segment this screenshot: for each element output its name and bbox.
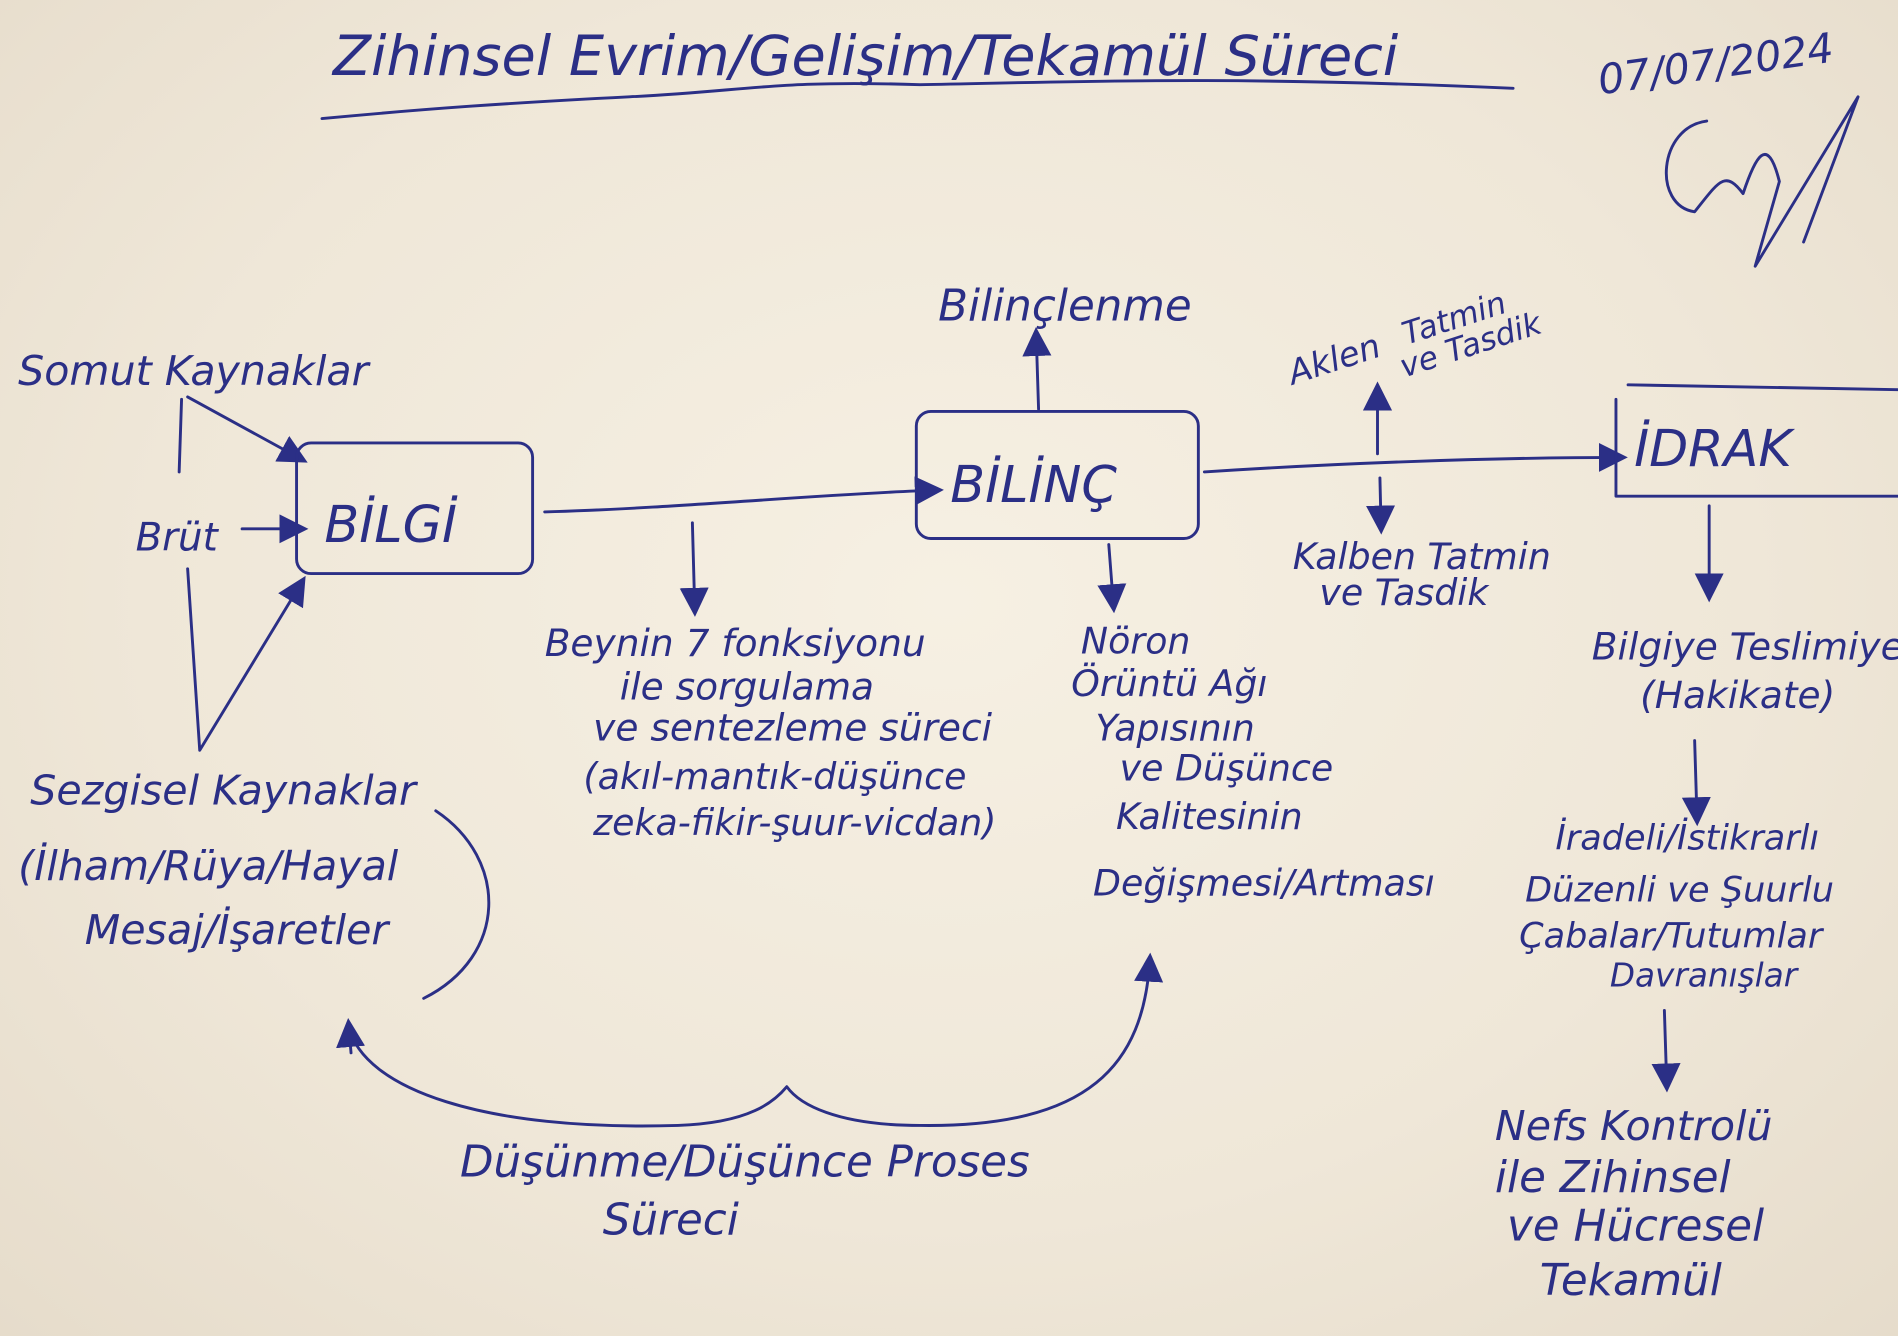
bilgi-box — [295, 441, 535, 576]
beyin-line: (akıl-mantık-düşünce — [583, 755, 966, 798]
iradeli-line: Davranışlar — [1610, 956, 1800, 994]
idrak-box — [1614, 383, 1898, 498]
hakikate-label: (Hakikate) — [1640, 673, 1835, 717]
proses-label: Düşünme/Düşünce Proses — [460, 1137, 1030, 1187]
noron-line: Yapısının — [1095, 707, 1254, 750]
kalben-ve-tasdik: ve Tasdik — [1319, 571, 1490, 614]
idrak-node: İDRAK — [1634, 418, 1795, 478]
bilinc-box — [914, 409, 1200, 540]
sezgisel-detail-2: Mesaj/İşaretler — [85, 906, 392, 954]
noron-line: Örüntü Ağı — [1071, 662, 1267, 705]
bilgi-node: BİLGİ — [324, 494, 458, 554]
title-underline — [320, 79, 1515, 121]
tekamul-line: ve Hücresel — [1507, 1201, 1764, 1251]
somut-arrow — [186, 395, 308, 463]
noron-arrow — [1097, 543, 1127, 614]
beyin-line: Beynin 7 fonksiyonu — [545, 621, 926, 665]
iradeli-arrow — [1681, 739, 1711, 827]
kalben-label: Kalben Tatmin — [1293, 535, 1551, 578]
somut-kaynaklar-label: Somut Kaynaklar — [18, 347, 372, 395]
tekamul-line: Nefs Kontrolü — [1495, 1102, 1773, 1150]
aklen-label: Aklen — [1281, 326, 1385, 393]
iradeli-line: İradeli/İstikrarlı — [1555, 817, 1819, 859]
kalben-arrow — [1366, 476, 1396, 535]
noron-line: Değişmesi/Artması — [1093, 862, 1435, 905]
bilinclenme-arrow — [1022, 326, 1052, 411]
teslimiyet-label: Bilgiye Teslimiyet — [1592, 625, 1898, 669]
noron-line: ve Düşünce — [1120, 747, 1334, 790]
page-title: Zihinsel Evrim/Gelişim/Tekamül Süreci — [331, 24, 1399, 89]
bilinc-to-idrak-arrow — [1202, 442, 1628, 474]
tekamul-line: Tekamül — [1540, 1256, 1722, 1306]
beyin-line: ve sentezleme süreci — [593, 706, 992, 750]
process-brace — [347, 952, 1164, 1128]
beyin-arrow — [679, 521, 709, 617]
sezgisel-label: Sezgisel Kaynaklar — [30, 767, 419, 815]
noron-line: Kalitesinin — [1116, 795, 1303, 838]
iradeli-line: Çabalar/Tutumlar — [1519, 916, 1825, 957]
beyin-line: ile sorgulama — [620, 664, 874, 708]
tekamul-text: Nefs Kontrolü ile Zihinsel ve Hücresel T… — [1495, 1102, 1773, 1306]
sezgisel-detail-1: (İlham/Rüya/Hayal — [18, 842, 399, 890]
date: 07/07/2024 — [1595, 24, 1837, 105]
noron-text: Nöron Örüntü Ağı Yapısının ve Düşünce Ka… — [1071, 619, 1435, 904]
proses-sureci-label: Süreci — [603, 1195, 739, 1245]
bilgi-to-bilinc-arrow — [543, 476, 944, 514]
tekamul-arrow — [1651, 1009, 1681, 1093]
iradeli-line: Düzenli ve Şuurlu — [1525, 870, 1834, 911]
iradeli-text: İradeli/İstikrarlı Düzenli ve Şuurlu Çab… — [1519, 817, 1834, 995]
signature — [1664, 95, 1860, 268]
sezgisel-arrow — [186, 567, 306, 752]
beyin-text: Beynin 7 fonksiyonu ile sorgulama ve sen… — [545, 621, 997, 844]
tekamul-line: ile Zihinsel — [1495, 1153, 1731, 1203]
beyin-line: zeka-fikir-şuur-vicdan) — [592, 801, 996, 844]
noron-line: Nöron — [1081, 619, 1191, 662]
process-return-arrow — [336, 1017, 366, 1055]
brut-label: Brüt — [136, 516, 220, 561]
bilinc-node: BİLİNÇ — [950, 454, 1117, 514]
closing-paren — [422, 809, 491, 1000]
bracket-line — [177, 397, 184, 474]
bilinclenme-label: Bilinçlenme — [938, 282, 1192, 332]
